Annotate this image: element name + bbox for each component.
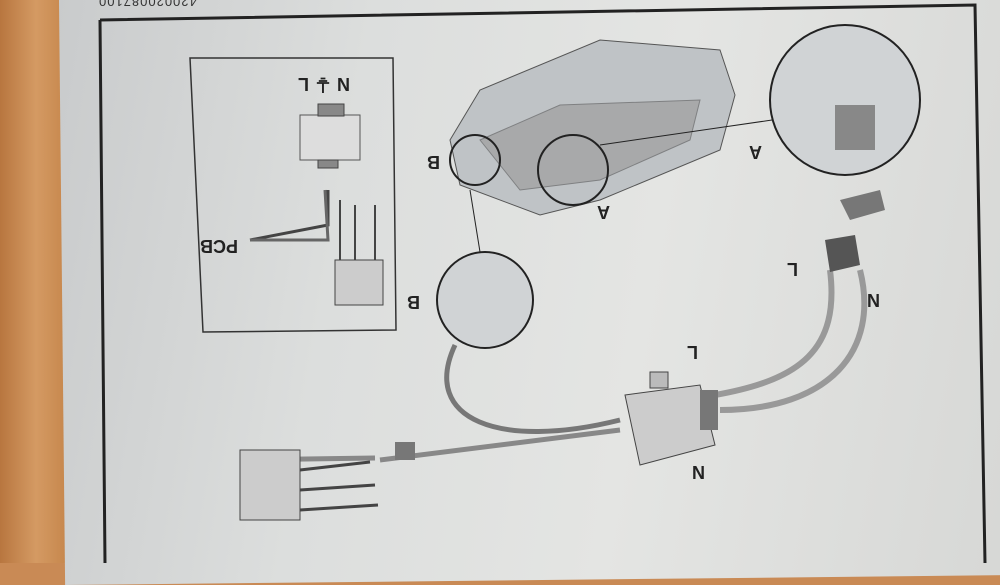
wiring-diagram: N ⏚ L PCB B B A A L N L N (98, 3, 987, 563)
neutral-top-label: N (867, 290, 880, 310)
inset-b-label: B (407, 292, 420, 312)
ignition-cable (444, 343, 621, 434)
detail-b-circle (436, 189, 534, 349)
line-top-label: L (787, 259, 798, 279)
transformer-icon (299, 114, 361, 161)
neutral-bottom-label: N (692, 462, 705, 482)
detail-a-label: A (749, 142, 762, 162)
connector (825, 235, 860, 272)
electrode-icon (334, 259, 384, 306)
page-frame (98, 3, 987, 563)
line-bottom-label: L (687, 342, 698, 362)
electrode-assembly (239, 442, 415, 521)
control-board (449, 39, 736, 216)
inset-terminal-label: N ⏚ L (298, 74, 350, 94)
ignition-transformer (624, 384, 716, 466)
earth-bracket (840, 190, 885, 220)
power-cables (714, 269, 868, 413)
inset-box: N ⏚ L PCB (189, 57, 397, 333)
detail-a-circle (599, 24, 921, 176)
board-b-label: B (427, 152, 440, 172)
board-a-label: A (597, 202, 610, 222)
inset-pcb-label: PCB (200, 236, 238, 256)
